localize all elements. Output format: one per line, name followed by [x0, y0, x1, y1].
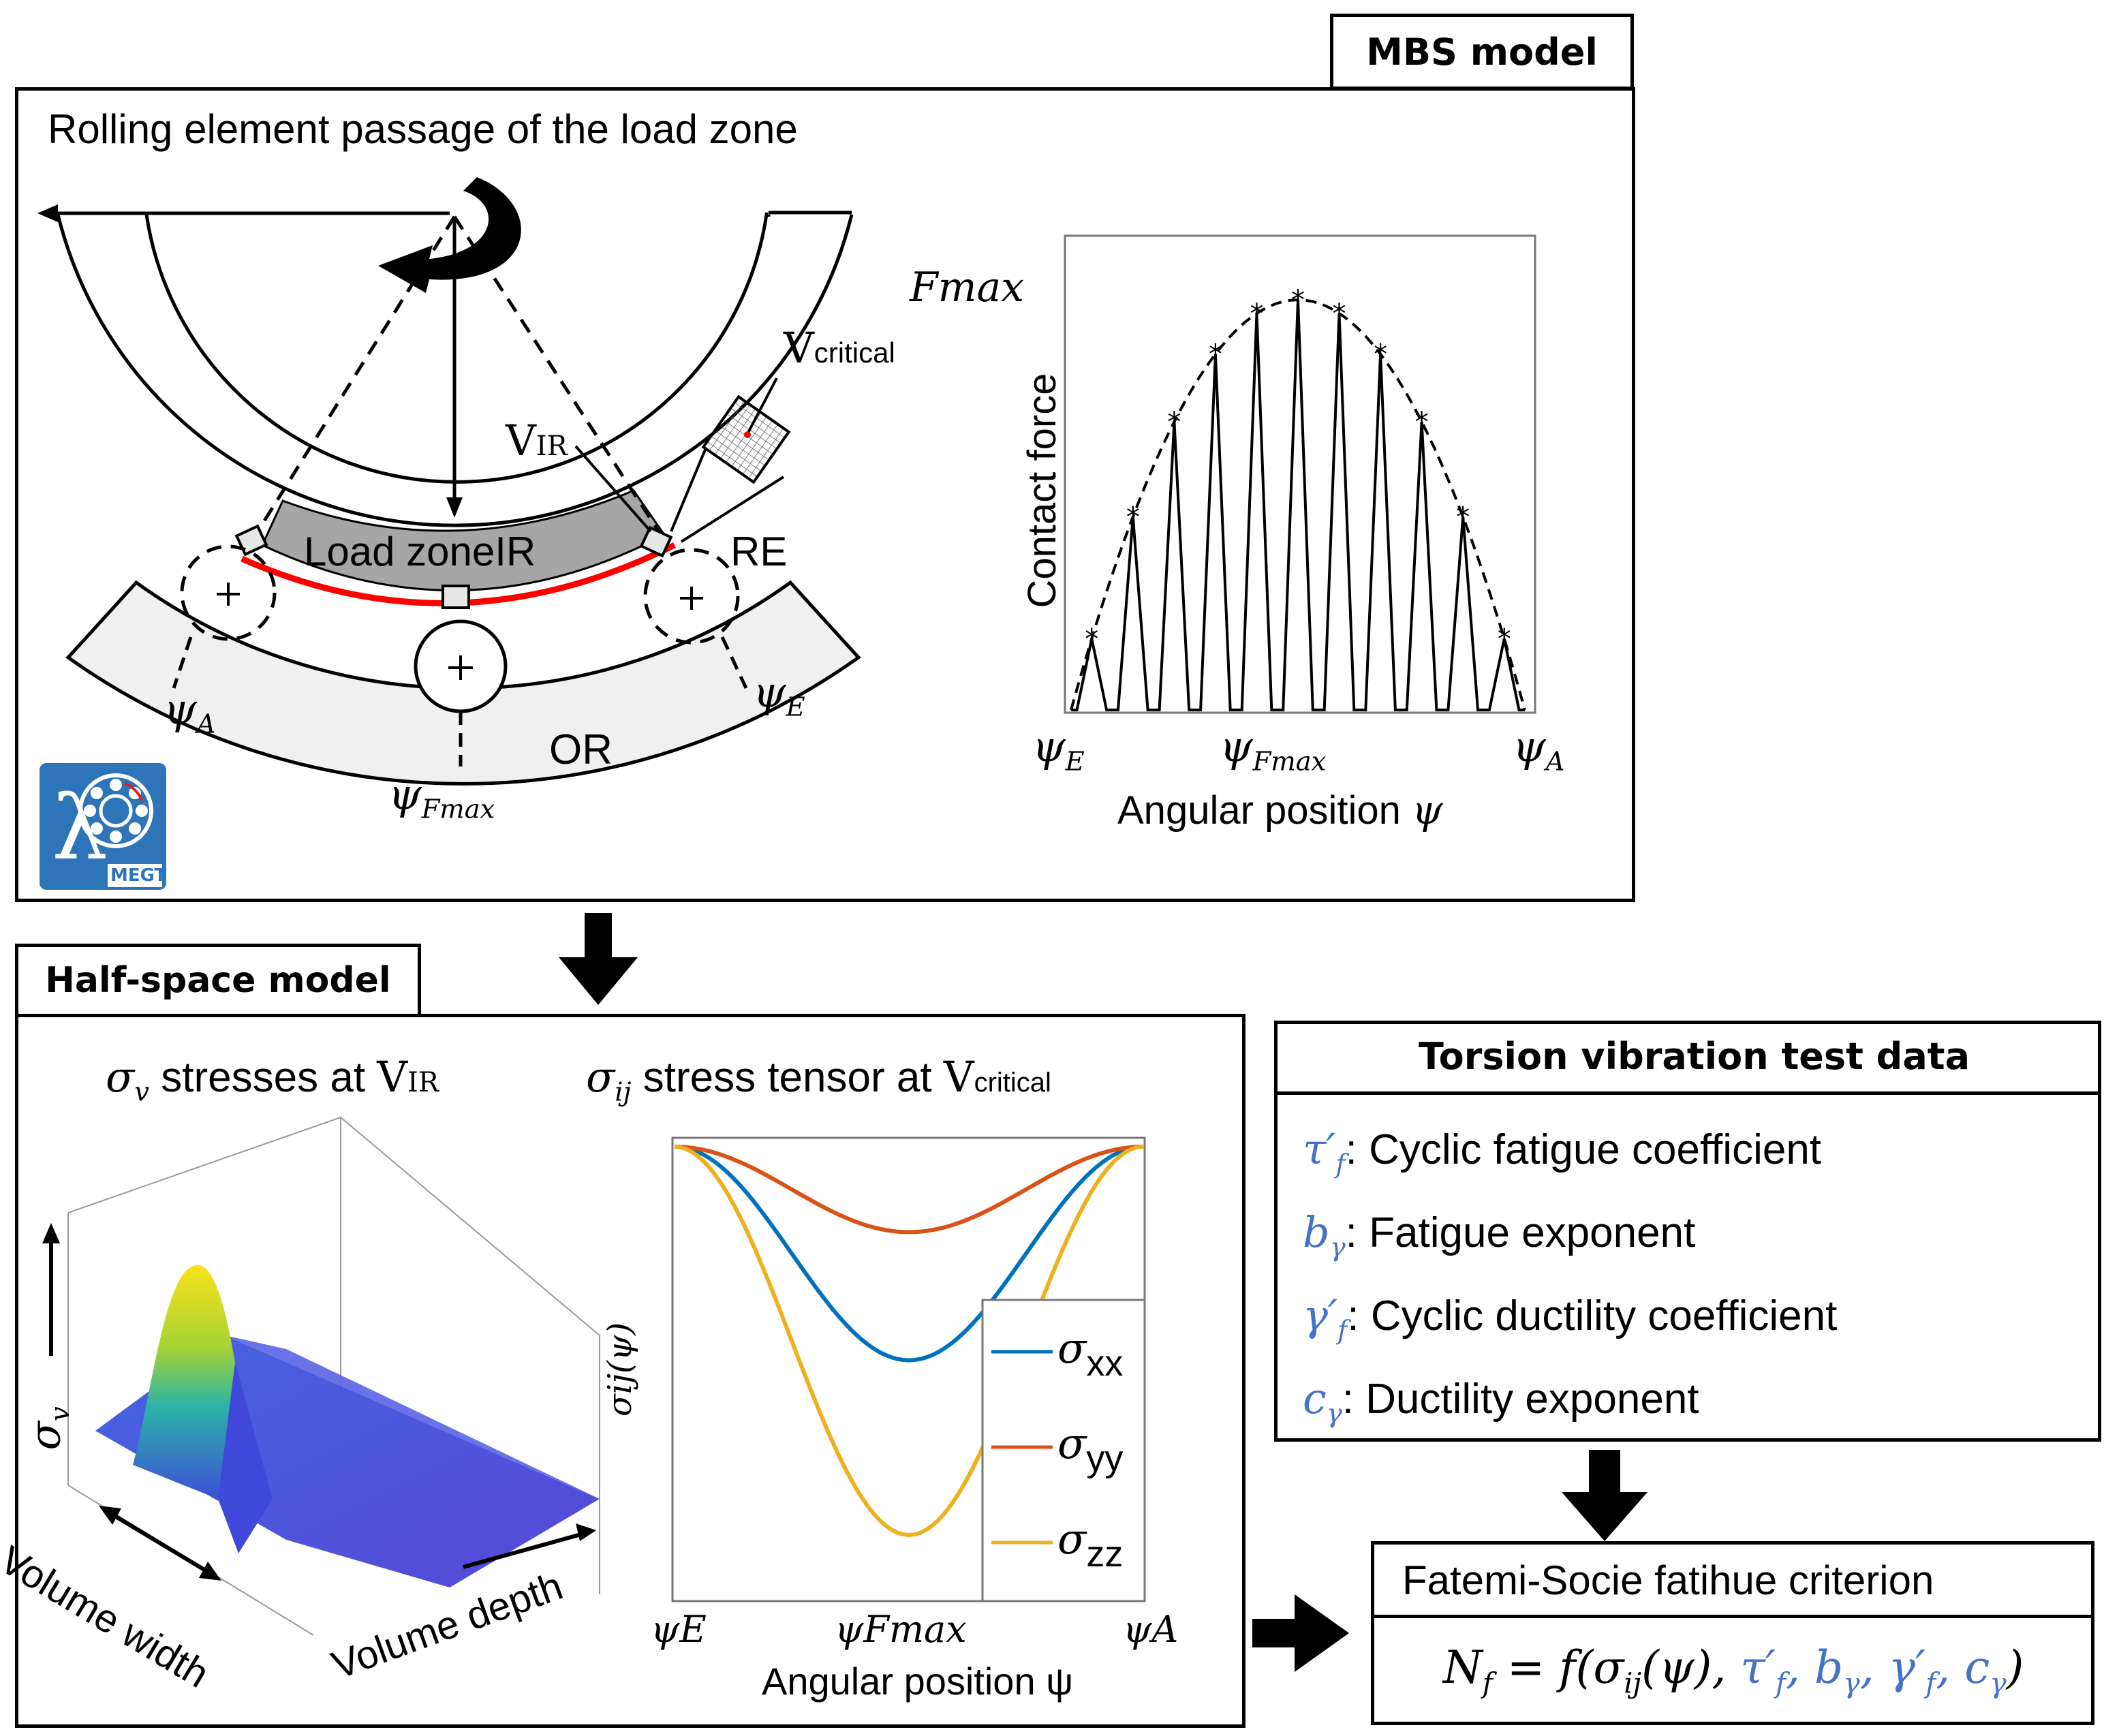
torsion-title: Torsion vibration test data: [1419, 1035, 1970, 1078]
v-critical-mesh: [701, 394, 791, 484]
tensor-title: σij stress tensor at Vcritical: [586, 1052, 1051, 1108]
surface-peak: [133, 1265, 240, 1499]
mbs-model-panel: [15, 87, 1635, 902]
fmax-label: Fmax: [910, 264, 1025, 311]
force-xtick-fmax: ψFmax: [1220, 722, 1327, 777]
psi-a-label: ψA: [164, 684, 216, 740]
inner-ring-outer-edge: [56, 214, 854, 527]
torsion-item-b: bγ: Fatigue exponent: [1303, 1207, 1696, 1263]
torsion-title-divider: [1274, 1091, 2101, 1095]
v-ir-label: VIR: [506, 416, 568, 465]
tensor-xtick-e: ψE: [651, 1608, 707, 1651]
megt-logo: λ MEGT: [40, 763, 166, 890]
force-xlabel: Angular position ψ: [1117, 787, 1443, 833]
logo-text: MEGT: [110, 865, 167, 886]
mbs-model-label: MBS model: [1366, 30, 1598, 74]
torsion-panel: [1274, 1021, 2101, 1442]
fatemi-equation: Nf = f(σij(ψ), τ′f, bγ, γ′f, cγ): [1443, 1641, 2024, 1700]
square-right: [639, 525, 673, 558]
fatemi-divider: [1371, 1615, 2094, 1618]
fatemi-title: Fatemi-Socie fatihue criterion: [1402, 1557, 1934, 1603]
fatemi-panel: [1371, 1541, 2094, 1725]
logo-bearing-icon: [78, 773, 162, 887]
series-line-σyy: [674, 1145, 1144, 1235]
inner-ring-inner-edge: [144, 214, 769, 484]
legend-label-yy: σyy: [1057, 1419, 1124, 1479]
torsion-item-tau: τ′f: Cyclic fatigue coefficient: [1303, 1124, 1822, 1180]
force-envelope: [1070, 298, 1526, 711]
half-space-panel: [15, 1014, 1246, 1728]
psi-fmax-label: ψFmax: [388, 769, 495, 825]
series-line-σxx: [674, 1145, 1144, 1363]
torsion-item-gamma: γ′f: Cyclic ductility coefficient: [1303, 1290, 1838, 1346]
psi-e-label: ψE: [753, 667, 805, 723]
legend-label-xx: σxx: [1057, 1323, 1124, 1384]
rolling-element-right: [643, 548, 740, 645]
tensor-xtick-a: ψA: [1123, 1608, 1179, 1651]
square-center: [442, 585, 470, 609]
square-left: [234, 524, 268, 557]
force-xtick-e: ψE: [1032, 722, 1085, 777]
passage-title: Rolling element passage of the load zone: [48, 106, 798, 152]
tensor-xtick-fmax: ψFmax: [835, 1608, 967, 1651]
load-zone-label: Load zoneIR: [304, 529, 536, 574]
tensor-xlabel: Angular position ψ: [762, 1660, 1074, 1703]
re-label: RE: [730, 529, 788, 574]
mbs-model-tab: MBS model: [1330, 14, 1634, 90]
arrow-right-body: [1252, 1619, 1299, 1647]
legend-label-zz: σzz: [1057, 1514, 1124, 1575]
rolling-element-left: [180, 544, 277, 641]
v-critical-label: Vcritical: [784, 323, 895, 373]
outer-ring: [65, 580, 861, 786]
or-label: OR: [549, 726, 613, 773]
surface-title: σv stresses at VIR: [106, 1052, 439, 1108]
torsion-item-c: cγ: Ductility exponent: [1303, 1374, 1699, 1429]
series-line-σzz: [674, 1145, 1144, 1538]
force-xtick-a: ψA: [1513, 722, 1565, 777]
